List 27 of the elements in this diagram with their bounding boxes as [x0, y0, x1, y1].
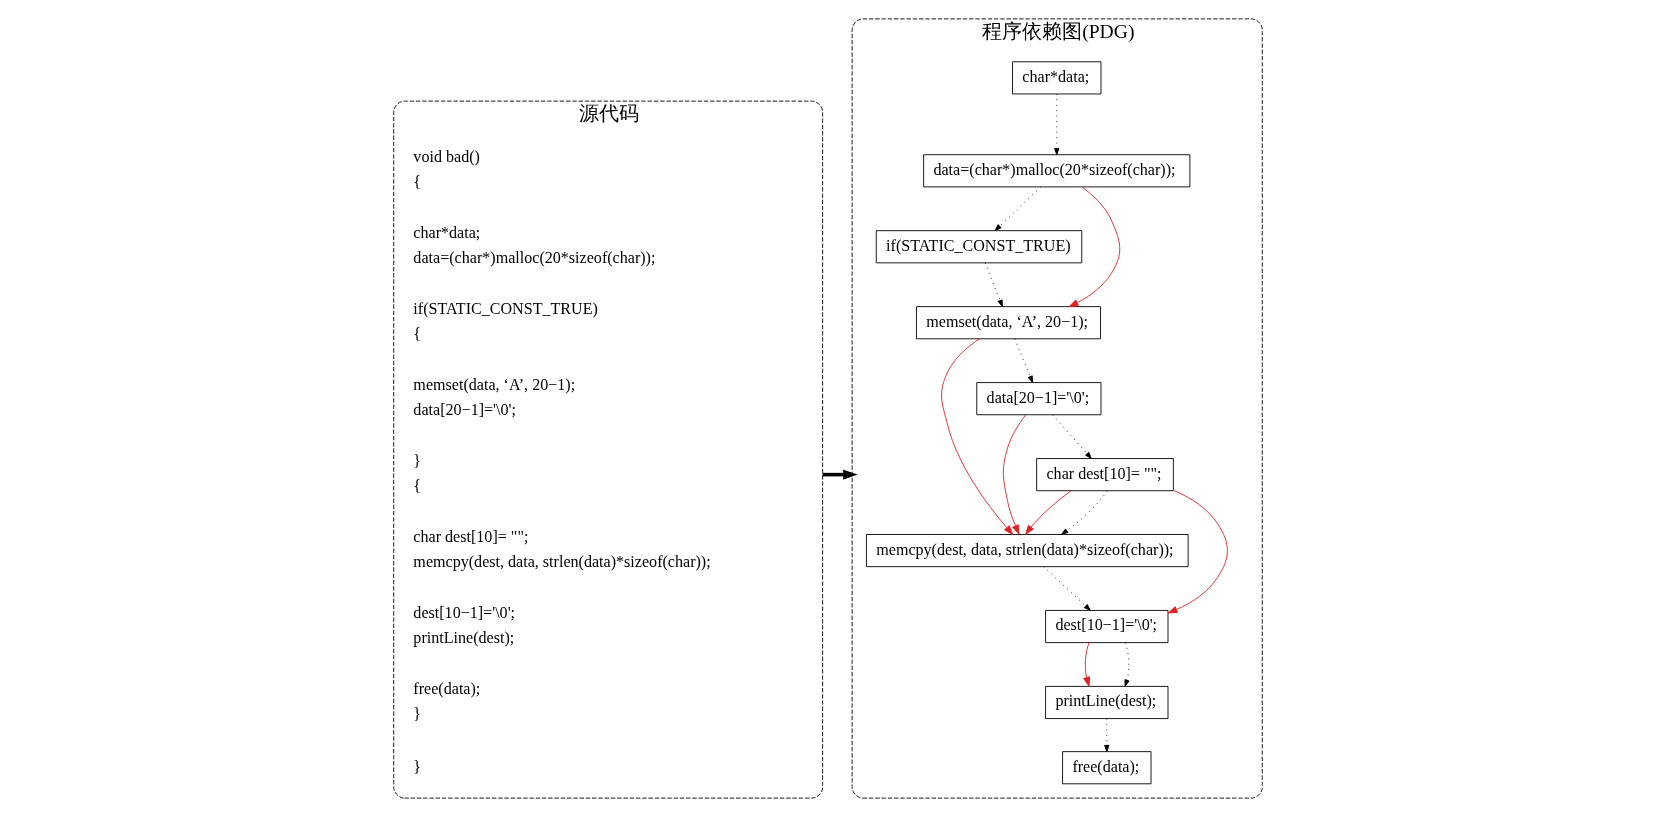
arrow [1068, 186, 1120, 308]
arrow [822, 469, 858, 480]
arrow [1167, 489, 1228, 614]
node-box: char dest[10]= ""; [1035, 458, 1174, 492]
arrow [1051, 414, 1092, 459]
arrow [940, 338, 1013, 535]
arrow [1082, 642, 1090, 687]
node-box: dest[10−1]='\0'; [1044, 610, 1168, 644]
arrow [1024, 490, 1072, 535]
arrow [1002, 414, 1026, 535]
arrow [1124, 642, 1130, 687]
arrow [994, 186, 1041, 231]
node-box: free(data); [1061, 751, 1151, 785]
arrow [1013, 338, 1033, 383]
node-box: if(STATIC_CONST_TRUE) [875, 230, 1082, 264]
arrow [1103, 718, 1109, 753]
node-box: char*data; [1011, 61, 1101, 95]
node-box: 源代码 void bad() { char*data; data=(char*)malloc(20*sizeof(char)); if(STATIC_CONST_TRUE) { memset(data, ‘A’, 20−1); data[20−1]='\0'; } { char dest[10]= ""; memcpy(dest, data, strlen(data)*sizeof(char)); dest[10−1]='\0'; printLine(dest); free(data); } } [392, 100, 823, 799]
node-box: printLine(dest); [1044, 685, 1168, 719]
arrow [1060, 490, 1108, 535]
arrow [984, 262, 1003, 307]
node-box: data=(char*)malloc(20*sizeof(char)); [922, 154, 1190, 188]
arrow [1042, 566, 1091, 611]
node-box: memset(data, ‘A’, 20−1); [915, 306, 1101, 340]
node-box: data[20−1]='\0'; [975, 382, 1101, 416]
arrow [1053, 93, 1059, 156]
node-box: memcpy(dest, data, strlen(data)*sizeof(char)); [865, 534, 1189, 568]
